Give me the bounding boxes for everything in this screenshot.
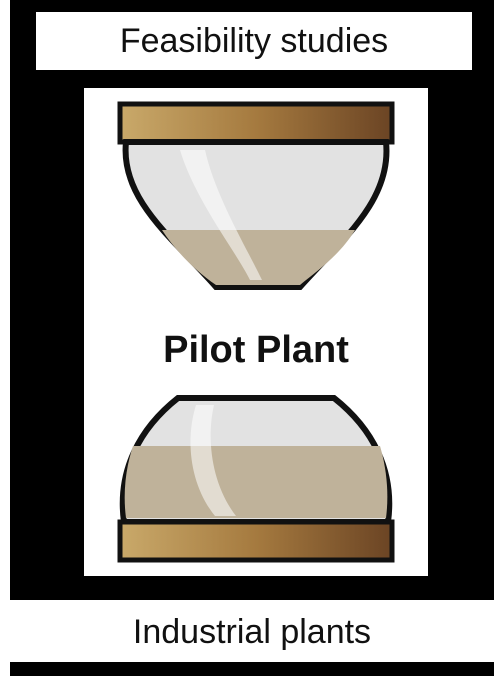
top-cap <box>120 104 392 142</box>
bottom-sand <box>125 446 388 518</box>
bottom-label: Industrial plants <box>10 604 494 660</box>
center-label: Pilot Plant <box>84 318 428 382</box>
bottom-cap <box>120 522 392 560</box>
